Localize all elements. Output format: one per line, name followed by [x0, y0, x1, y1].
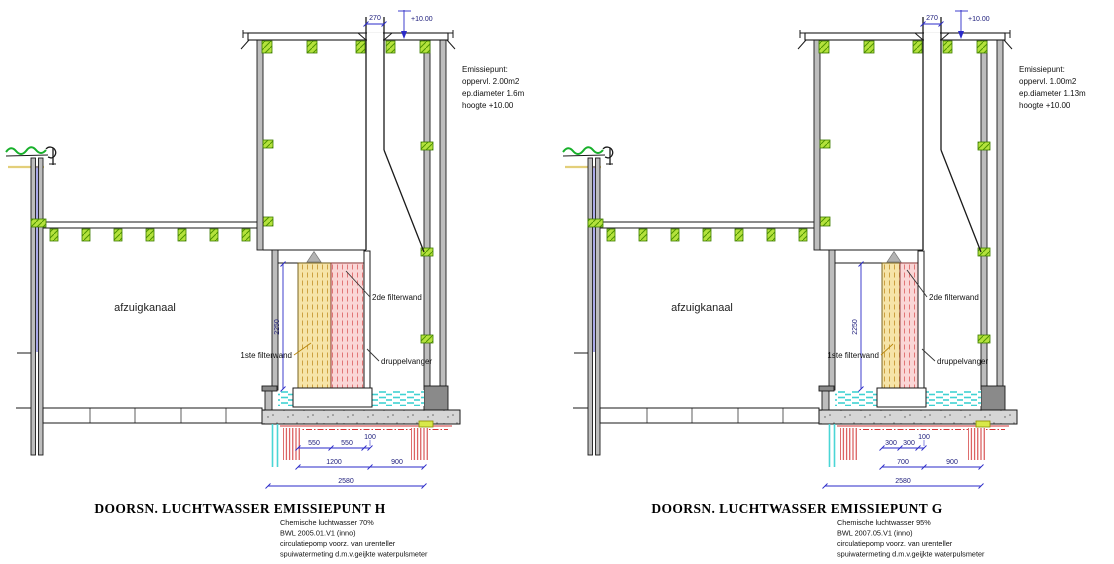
pit-wall-right [411, 428, 429, 460]
emission-diameter: ep.diameter 1.13m [1019, 89, 1086, 98]
dim-seg1: 300 [885, 440, 897, 447]
component-labels: afzuigkanaal 1ste filterwand 2de filterw… [671, 269, 988, 366]
annex-floor [42, 407, 263, 424]
spec-line1: Chemische luchtwasser 70% [280, 518, 374, 527]
drawing-title: DOORSN. LUCHTWASSER EMISSIEPUNT G [651, 501, 942, 516]
label-afzuigkanaal: afzuigkanaal [114, 302, 176, 314]
wash-chamber [818, 249, 981, 411]
dim-top-level: +10.00 [968, 16, 990, 23]
label-second-filter: 2de filterwand [372, 293, 422, 302]
emission-area: oppervl. 2.00m2 [462, 77, 520, 86]
annex-wall-left [16, 157, 44, 456]
flow-triangle-marker [886, 250, 902, 263]
section-drawing-emissiepunt-h: 270 +10.00 [5, 10, 525, 559]
annex-roof-edge [5, 146, 57, 169]
top-level-marker: +10.00 [398, 10, 433, 39]
bottom-dimensions: 300 300 100 700 900 2580 [822, 434, 984, 489]
spec-line4: spuiwatermeting d.m.v.geijkte waterpulsm… [837, 550, 985, 559]
filter-base [292, 387, 373, 408]
dim-chimney-width: 270 [926, 15, 938, 22]
droplet-catcher-wall [363, 250, 371, 391]
dim-total: 2580 [895, 478, 911, 485]
filter-second-wall [899, 262, 919, 391]
top-level-marker: +10.00 [955, 10, 990, 39]
spec-line2: BWL 2007.05.V1 (inno) [837, 529, 913, 538]
emission-height: hoogte +10.00 [1019, 101, 1071, 110]
spec-line2: BWL 2005.01.V1 (inno) [280, 529, 356, 538]
dim-seg3: 100 [918, 434, 930, 441]
chimney [914, 17, 982, 253]
component-labels: afzuigkanaal 1ste filterwand 2de filterw… [114, 270, 432, 366]
annex-wall-left [573, 157, 601, 456]
sill-block [418, 420, 434, 428]
dim-seg2: 300 [903, 440, 915, 447]
annex-floor [599, 407, 820, 424]
dim-sub1: 700 [897, 459, 909, 466]
roof-cap [240, 30, 456, 54]
chimney [357, 17, 425, 253]
dim-sub2: 900 [391, 459, 403, 466]
filter-height-dimension: 2250 [274, 261, 286, 392]
label-afzuigkanaal: afzuigkanaal [671, 302, 733, 314]
dim-sub1: 1200 [326, 459, 342, 466]
filter-first-wall [297, 262, 332, 391]
droplet-catcher-wall [917, 250, 925, 391]
filter-first-wall [881, 262, 901, 391]
dim-seg1: 550 [308, 440, 320, 447]
spec-line4: spuiwatermeting d.m.v.geijkte waterpulsm… [280, 550, 428, 559]
dim-top-level: +10.00 [411, 16, 433, 23]
spec-note: Chemische luchtwasser 95% BWL 2007.05.V1… [837, 518, 985, 559]
dim-filter-height: 2250 [852, 319, 859, 335]
spec-line1: Chemische luchtwasser 95% [837, 518, 931, 527]
filter-base [876, 387, 927, 408]
sill-block [975, 420, 991, 428]
emission-height: hoogte +10.00 [462, 101, 514, 110]
emission-note: Emissiepunt: oppervl. 2.00m2 ep.diameter… [462, 65, 525, 110]
dim-seg2: 550 [341, 440, 353, 447]
annex-ceiling [587, 216, 831, 242]
emission-area: oppervl. 1.00m2 [1019, 77, 1077, 86]
pit-wall-left [840, 428, 858, 460]
filter-second-wall [330, 262, 365, 391]
drawing-title: DOORSN. LUCHTWASSER EMISSIEPUNT H [94, 501, 385, 516]
spec-line3: circulatiepomp voorz. van urenteller [837, 539, 953, 548]
dim-sub2: 900 [946, 459, 958, 466]
concrete-slab [261, 409, 461, 425]
label-droplet-catcher: druppelvanger [937, 357, 988, 366]
label-second-filter: 2de filterwand [929, 293, 979, 302]
emission-heading: Emissiepunt: [1019, 65, 1065, 74]
filter-height-dimension: 2250 [852, 261, 864, 392]
emission-heading: Emissiepunt: [462, 65, 508, 74]
label-droplet-catcher: druppelvanger [381, 357, 432, 366]
section-drawing-emissiepunt-g: 270 +10.00 [562, 10, 1086, 559]
pit-wall-left [283, 428, 301, 460]
pit-wall-right [968, 428, 986, 460]
label-first-filter: 1ste filterwand [827, 351, 879, 360]
foundation [261, 409, 461, 467]
dim-total: 2580 [338, 478, 354, 485]
label-first-filter: 1ste filterwand [240, 351, 292, 360]
wash-chamber [261, 249, 424, 411]
chimney-width-dimension: 270 [920, 15, 944, 27]
emission-diameter: ep.diameter 1.6m [462, 89, 525, 98]
dim-filter-height: 2250 [274, 319, 281, 335]
foundation [818, 409, 1018, 467]
flow-triangle-marker [306, 250, 322, 263]
dim-chimney-width: 270 [369, 15, 381, 22]
emission-note: Emissiepunt: oppervl. 1.00m2 ep.diameter… [1019, 65, 1086, 110]
roof-cap [797, 30, 1013, 54]
annex-roof-edge [562, 146, 614, 169]
concrete-slab [818, 409, 1018, 425]
chimney-width-dimension: 270 [363, 15, 387, 27]
annex-ceiling [30, 216, 274, 242]
bottom-dimensions: 550 550 100 1200 900 2580 [265, 434, 427, 489]
tower-structure [256, 39, 449, 411]
dim-seg3: 100 [364, 434, 376, 441]
spec-line3: circulatiepomp voorz. van urenteller [280, 539, 396, 548]
spec-note: Chemische luchtwasser 70% BWL 2005.01.V1… [280, 518, 428, 559]
